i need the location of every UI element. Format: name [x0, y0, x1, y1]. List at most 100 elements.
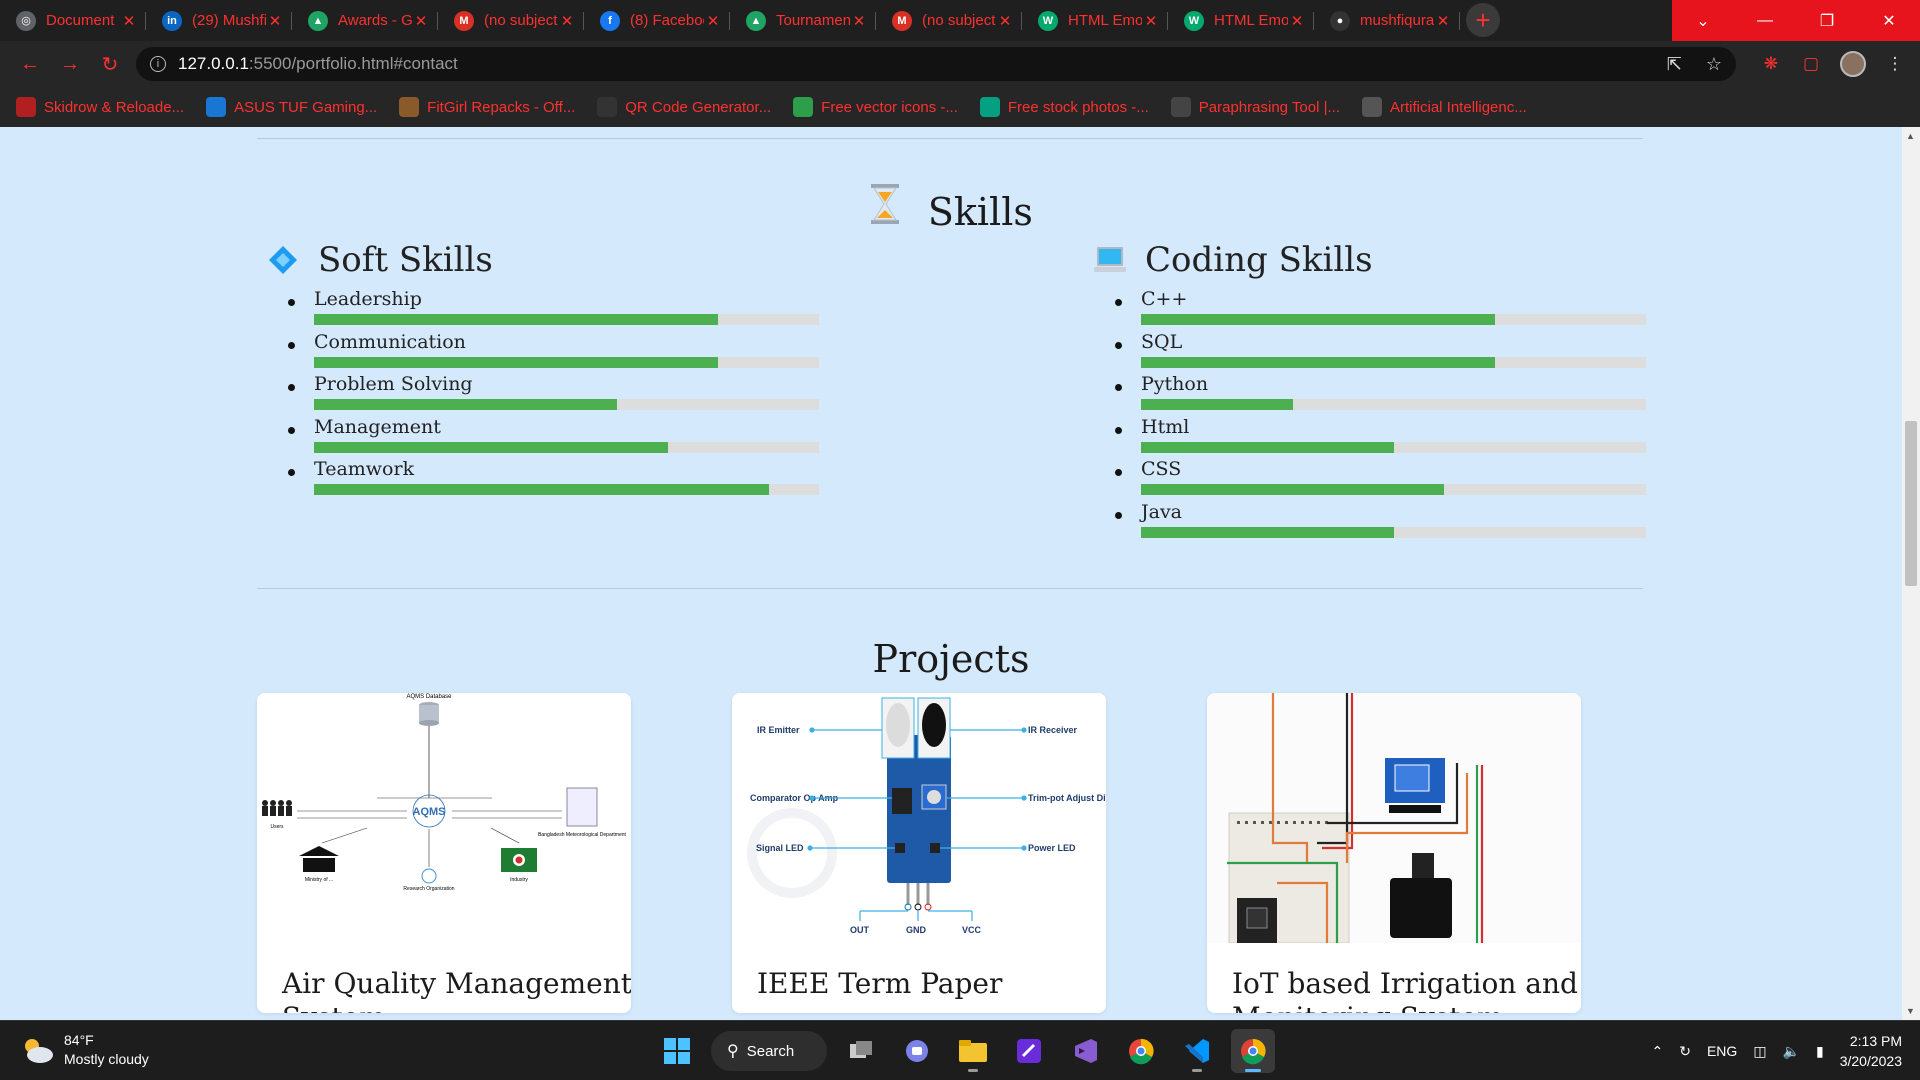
- bookmark-star-icon[interactable]: ☆: [1705, 53, 1722, 74]
- diagram2-right-label-1: IR Receiver: [1028, 725, 1078, 735]
- tab-search-icon[interactable]: ⌄: [1696, 12, 1710, 30]
- w3-icon: W: [1184, 10, 1204, 31]
- chevron-up-icon[interactable]: ⌃: [1651, 1042, 1664, 1059]
- chrome-canary-icon[interactable]: [1119, 1029, 1163, 1073]
- bookmark-item[interactable]: FitGirl Repacks - Off...: [399, 97, 575, 117]
- url-host: 127.0.0.1: [178, 54, 249, 73]
- bookmark-item[interactable]: QR Code Generator...: [597, 97, 771, 117]
- tab-close-icon[interactable]: ✕: [1436, 12, 1450, 30]
- tab[interactable]: ●mushfiqura✕: [1314, 0, 1460, 41]
- skill-name: Problem Solving: [314, 373, 473, 395]
- address-bar[interactable]: i 127.0.0.1:5500/portfolio.html#contact …: [136, 47, 1736, 81]
- tab[interactable]: ▲ Tournamen✕: [730, 0, 876, 41]
- project-title[interactable]: IoT based Irrigation andMonitoring Syste…: [1232, 967, 1578, 1013]
- scrollbar-thumb[interactable]: [1905, 421, 1917, 586]
- back-icon[interactable]: ←: [20, 52, 40, 75]
- restore-button[interactable]: ❐: [1819, 12, 1835, 30]
- project-title-text: IEEE Term Paper: [757, 967, 1003, 1000]
- scroll-down-icon[interactable]: ▼: [1906, 1006, 1915, 1016]
- skill-item: Python: [1113, 372, 1646, 415]
- reload-icon[interactable]: ↻: [101, 53, 119, 76]
- share-icon[interactable]: ⇱: [1666, 53, 1682, 74]
- tab-label: Tournamen: [776, 12, 850, 29]
- tab[interactable]: f(8) Faceboo✕: [584, 0, 730, 41]
- forward-icon[interactable]: →: [60, 52, 80, 75]
- profile-avatar[interactable]: [1840, 51, 1866, 77]
- tab-close-icon[interactable]: ✕: [414, 12, 428, 30]
- tab[interactable]: ◎Document✕: [0, 0, 146, 41]
- bookmark-item[interactable]: ASUS TUF Gaming...: [206, 97, 377, 117]
- skill-progress-bar: [1141, 399, 1646, 410]
- diagram2-right-label-2: Trim-pot Adjust Distance: [1028, 793, 1106, 803]
- start-button[interactable]: [655, 1029, 699, 1073]
- skill-name: Html: [1141, 415, 1190, 438]
- tab-close-icon[interactable]: ✕: [998, 12, 1012, 30]
- project-card-air-quality[interactable]: AQMS Database AQMS Users Banglade: [257, 693, 631, 1013]
- project-card-ieee[interactable]: IR Emitter Comparator Op Amp Signal LED …: [732, 693, 1106, 1013]
- soft-skills-label: Soft Skills: [318, 240, 493, 280]
- skill-progress-fill: [314, 399, 617, 410]
- bookmark-item[interactable]: Free vector icons -...: [793, 97, 958, 117]
- file-explorer-icon[interactable]: [951, 1029, 995, 1073]
- extensions-icon[interactable]: ❋: [1763, 54, 1779, 73]
- minimize-button[interactable]: —: [1757, 11, 1773, 29]
- project-title[interactable]: Air Quality ManagementSystem: [282, 967, 631, 1013]
- skill-progress-fill: [314, 314, 718, 325]
- search-icon: ⚲: [727, 1043, 739, 1060]
- skill-progress-bar: [1141, 441, 1646, 453]
- cloud-sun-icon: [25, 1039, 53, 1063]
- tab[interactable]: M(no subject✕: [876, 0, 1022, 41]
- vscode-icon[interactable]: [1175, 1029, 1219, 1073]
- tab-close-icon[interactable]: ✕: [1290, 12, 1304, 30]
- menu-icon[interactable]: ⋮: [1886, 54, 1904, 73]
- project-title[interactable]: IEEE Term Paper: [757, 967, 1002, 1001]
- linkedin-icon: in: [162, 10, 182, 31]
- tab-close-icon[interactable]: ✕: [706, 12, 720, 30]
- chrome-icon[interactable]: [1231, 1029, 1275, 1073]
- sync-icon[interactable]: ↻: [1679, 1042, 1691, 1059]
- bookmark-item[interactable]: Free stock photos -...: [979, 97, 1149, 117]
- skill-name: Java: [1141, 500, 1183, 523]
- video-editor-icon[interactable]: [1007, 1029, 1051, 1073]
- tab-label: (no subject: [484, 12, 558, 29]
- volume-icon[interactable]: 🔈: [1782, 1042, 1800, 1059]
- language-indicator[interactable]: ENG: [1706, 1043, 1738, 1059]
- visual-studio-icon[interactable]: [1063, 1029, 1107, 1073]
- w3-icon: W: [1038, 10, 1058, 31]
- site-info-icon[interactable]: i: [150, 56, 166, 72]
- project-card-iot[interactable]: IoT based Irrigation andMonitoring Syste…: [1207, 693, 1581, 1013]
- bookmark-item[interactable]: Artificial Intelligenc...: [1362, 97, 1527, 117]
- page-scrollbar[interactable]: ▲ ▼: [1902, 127, 1920, 1020]
- scroll-up-icon[interactable]: ▲: [1906, 131, 1915, 141]
- network-icon[interactable]: ◫: [1753, 1042, 1767, 1059]
- tab[interactable]: ▲Awards - G✕: [292, 0, 438, 41]
- facebook-icon: f: [600, 10, 620, 31]
- ir-sensor-diagram: IR Emitter Comparator Op Amp Signal LED …: [732, 693, 1106, 943]
- taskbar-search[interactable]: ⚲Search: [711, 1031, 827, 1071]
- tab-close-icon[interactable]: ✕: [560, 12, 574, 30]
- tab[interactable]: in (29) Mushfi✕: [146, 0, 292, 41]
- side-panel-icon[interactable]: ▢: [1802, 54, 1820, 73]
- google-drive-icon: ▲: [746, 10, 766, 31]
- task-view-icon[interactable]: [839, 1029, 883, 1073]
- bookmark-item[interactable]: Paraphrasing Tool |...: [1170, 97, 1340, 117]
- battery-icon[interactable]: ▮: [1815, 1042, 1824, 1059]
- teams-chat-icon[interactable]: [895, 1029, 939, 1073]
- close-window-button[interactable]: ✕: [1882, 12, 1896, 30]
- tab-close-icon[interactable]: ✕: [122, 12, 136, 30]
- skill-name: C++: [1141, 288, 1188, 310]
- new-tab-button[interactable]: +: [1466, 3, 1500, 37]
- diagram1-bottom-center: Research Organization: [403, 886, 454, 892]
- tab-label: (29) Mushfi: [192, 12, 266, 29]
- tab-close-icon[interactable]: ✕: [268, 12, 282, 30]
- tab-close-icon[interactable]: ✕: [852, 12, 866, 30]
- tab[interactable]: M(no subject✕: [438, 0, 584, 41]
- tab-close-icon[interactable]: ✕: [1144, 12, 1158, 30]
- diagram2-left-label-2: Comparator Op Amp: [750, 793, 839, 803]
- bookmark-item[interactable]: Skidrow & Reloade...: [16, 97, 184, 117]
- skill-item: Teamwork: [286, 457, 819, 500]
